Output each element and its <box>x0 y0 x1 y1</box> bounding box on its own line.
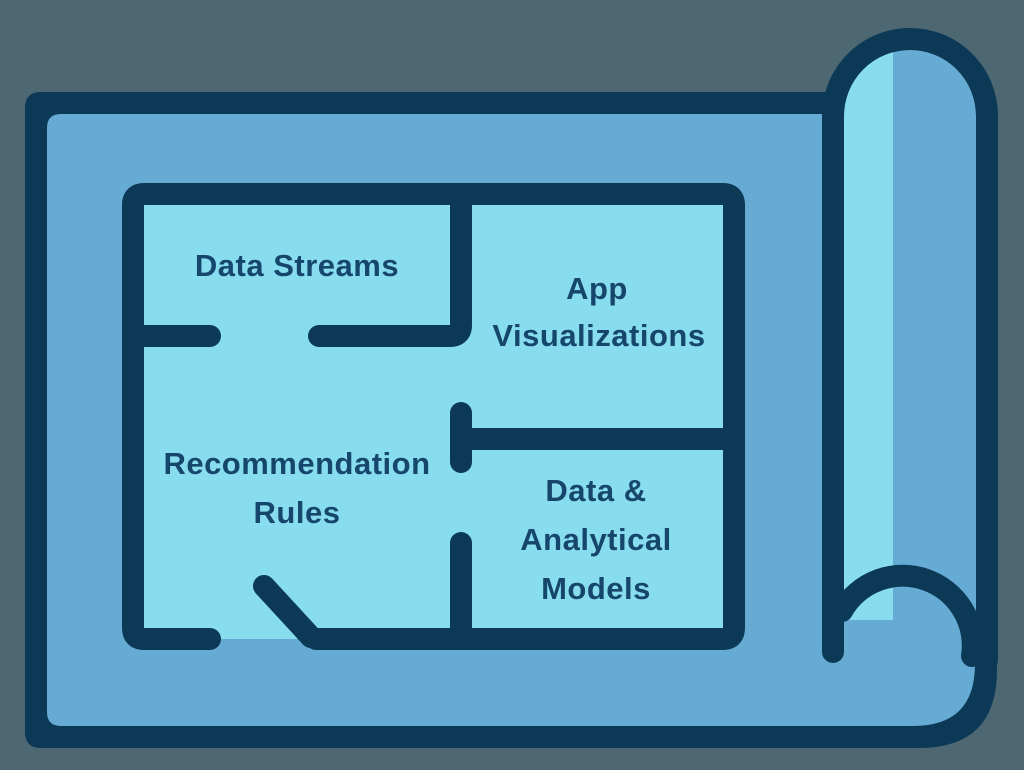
room-recommendation-rules-label-line2: Rules <box>254 495 341 530</box>
wall-data-streams-divider <box>308 183 472 347</box>
room-data-analytical-models-label-line2: Analytical <box>520 522 671 557</box>
room-data-analytical-models-label-line3: Models <box>541 571 651 606</box>
floor-plan-floor <box>133 194 734 639</box>
room-data-analytical-models-label-line1: Data & <box>545 473 646 508</box>
room-app-visualizations-label-line2: Visualizations <box>492 318 705 353</box>
floor-plan-outer-walls <box>122 183 745 650</box>
door-swing <box>253 575 322 648</box>
room-data-streams-label: Data Streams <box>195 248 399 283</box>
roll-highlight <box>843 52 893 620</box>
room-recommendation-rules-label-line1: Recommendation <box>163 446 430 481</box>
roll-outline <box>822 28 998 671</box>
room-app-visualizations-label-line1: App <box>566 271 628 306</box>
roll-curl <box>831 564 984 667</box>
